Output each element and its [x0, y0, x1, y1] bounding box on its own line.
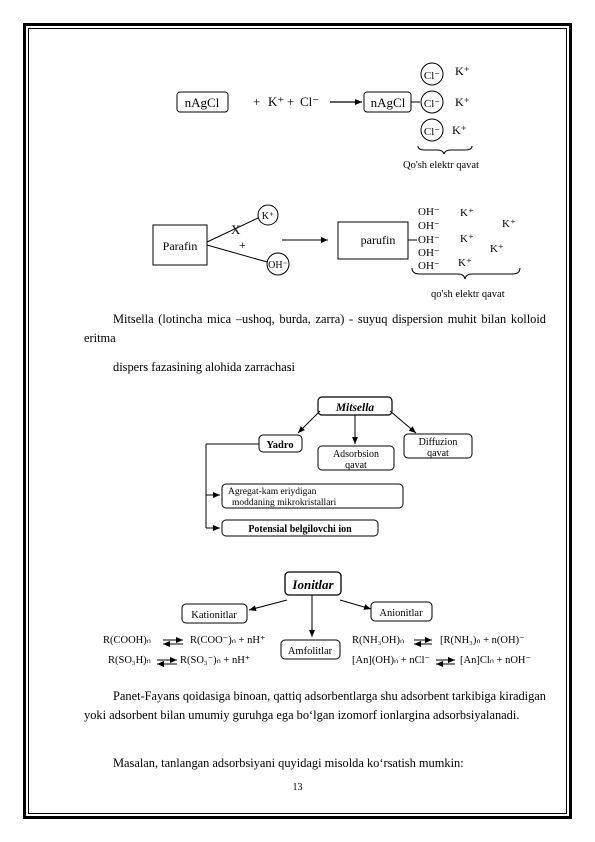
arrow — [389, 410, 417, 434]
paragraph-example: Masalan, tanlangan adsorbsiyani quyidagi… — [113, 756, 464, 770]
k-ion-text: K⁺ — [455, 95, 470, 109]
adsorbsion-label: Adsorbsion — [333, 449, 379, 460]
k-ion-text: K⁺ — [452, 123, 467, 137]
cl-ion-text: Cl⁻ — [424, 70, 440, 82]
figure-agcl-double-layer: nAgCl + K⁺ + Cl⁻ nAgCl Cl⁻ Cl⁻ Cl⁻ K⁺ K⁺… — [176, 62, 479, 171]
agregat-box — [221, 483, 404, 509]
k-ion-text: K⁺ — [460, 233, 474, 245]
equation-right: [An]Clₙ + nOH⁻ — [460, 655, 532, 666]
brace — [411, 267, 521, 280]
nagcl-right-label: nAgCl — [371, 95, 406, 110]
plus-sign: + — [253, 94, 260, 109]
cl-ion-label: Cl⁻ — [300, 94, 319, 109]
k-ion-text: K⁺ — [262, 211, 275, 222]
oh-ion-text: OH⁻ — [418, 234, 440, 246]
cl-ion-circle — [420, 118, 444, 142]
plus-sign: + — [239, 238, 246, 252]
anionitlar-box — [370, 601, 433, 622]
equation-right: R(SO₃⁻)ₙ + nH⁺ — [180, 655, 251, 666]
oh-ion-text: OH⁻ — [418, 247, 440, 259]
k-ion-text: K⁺ — [502, 218, 516, 230]
equation-right: R(COO⁻)ₙ + nH⁺ — [190, 635, 266, 646]
k-ion-text: K⁺ — [458, 257, 472, 269]
kationitlar-box — [181, 603, 248, 624]
figure-ionites: Ionitlar Kationitlar Anionitlar Amfolitl… — [103, 571, 532, 667]
kationitlar-label: Kationitlar — [191, 610, 237, 621]
yadro-label: Yadro — [266, 440, 293, 451]
parufin-label: parufin — [361, 233, 396, 247]
cl-ion-circle — [420, 90, 444, 114]
k-ion-text: K⁺ — [490, 243, 504, 255]
oh-ion-text: OH⁻ — [268, 260, 288, 271]
figure-paraffin-double-layer: Parafin K⁺ OH⁻ X + parufin OH⁻ OH⁻ OH⁻ O… — [152, 204, 521, 300]
nagcl-box — [176, 91, 229, 113]
diffuzion-qavat-label: qavat — [427, 448, 449, 459]
equation-left: R(SO₃H)ₙ — [108, 655, 151, 666]
equation-left: R(COOH)ₙ — [103, 635, 151, 646]
potensial-label: Potensial belgilovchi ion — [248, 524, 352, 535]
oh-ion-text: OH⁻ — [418, 260, 440, 272]
page-border-outer — [23, 23, 572, 819]
arrow — [248, 599, 288, 612]
equation-right: [R(NH₃)ₙ + n(OH)⁻ — [440, 635, 525, 646]
parafin-label: Parafin — [163, 239, 198, 253]
anionitlar-label: Anionitlar — [379, 608, 423, 619]
plus-sign-2: + — [287, 94, 294, 109]
agregat-label-1: Agregat-kam eriydigan — [228, 487, 317, 497]
equation-left: [An](OH)ₙ + nCl⁻ — [352, 655, 431, 666]
oh-ion-text: OH⁻ — [418, 220, 440, 232]
oh-ion-text: OH⁻ — [418, 206, 440, 218]
k-ion-text: K⁺ — [455, 64, 470, 78]
figure-micelle-structure: Mitsella Yadro Adsorbsion qavat Diffuzio… — [205, 396, 473, 537]
k-ion-circle — [257, 204, 279, 226]
brace — [417, 145, 473, 155]
equation-left: R(NH₃OH)ₙ — [352, 635, 404, 646]
double-layer-caption: qo'sh elektr qavat — [431, 289, 505, 300]
cl-ion-circle — [420, 62, 444, 86]
diffuzion-label: Diffuzion — [419, 437, 458, 448]
arrow — [297, 410, 321, 434]
bond-line — [206, 244, 268, 263]
cl-ion-text: Cl⁻ — [424, 98, 440, 110]
amfolitlar-box — [280, 639, 341, 660]
arrow — [339, 599, 372, 610]
bond-line — [206, 217, 259, 243]
amfolitlar-label: Amfolitlar — [288, 646, 333, 657]
paragraph-dispers: dispers fazasining alohida zarrachasi — [113, 360, 295, 374]
ionitlar-label: Ionitlar — [291, 577, 334, 592]
paragraph-mitsella: Mitsella (lotincha mica –ushoq, burda, z… — [84, 312, 546, 345]
page-border-inner — [28, 28, 567, 814]
diffuzion-box — [403, 433, 473, 459]
paragraph-panet-fayans: Panet-Fayans qoidasiga binoan, qattiq ad… — [84, 689, 546, 722]
cl-ion-text: Cl⁻ — [424, 126, 440, 138]
agregat-label-2: moddaning mikrokristallari — [232, 498, 337, 508]
potensial-box — [221, 519, 379, 537]
nagcl-label: nAgCl — [185, 95, 220, 110]
adsorbsion-box — [317, 445, 395, 471]
ionitlar-box — [284, 571, 342, 596]
page-number: 13 — [292, 782, 303, 793]
oh-ion-circle — [266, 252, 290, 276]
double-layer-caption: Qo'sh elektr qavat — [403, 160, 479, 171]
k-ion-label: K⁺ — [268, 94, 284, 109]
k-ion-text: K⁺ — [460, 207, 474, 219]
cross-mark: X — [231, 222, 241, 237]
mitsella-label: Mitsella — [335, 402, 375, 414]
adsorbsion-qavat-label: qavat — [345, 460, 367, 471]
